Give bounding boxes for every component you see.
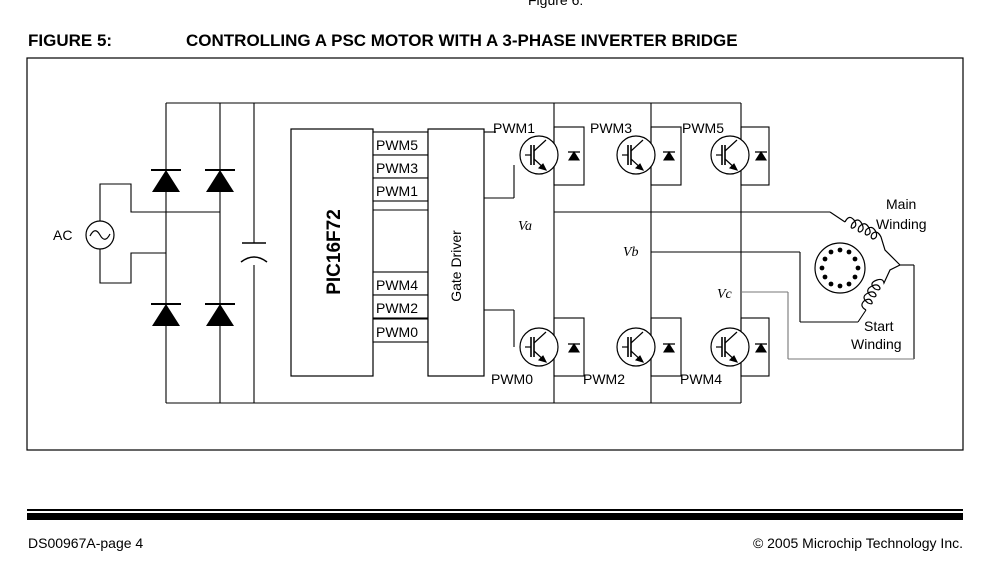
low-side-label-2: PWM2 — [583, 371, 625, 387]
rectifier-diodes — [150, 169, 236, 327]
mcu-block — [290, 128, 374, 377]
rotor — [814, 242, 866, 294]
high-side-switch-pwm5 — [710, 126, 770, 186]
footer-rule-thick — [27, 513, 963, 520]
pwm-output-label-3: PWM1 — [376, 183, 418, 199]
high-side-label-2: PWM3 — [590, 120, 632, 136]
copyright-notice: © 2005 Microchip Technology Inc. — [752, 535, 963, 551]
pwm-output-label-1: PWM5 — [376, 137, 418, 153]
main-winding-label-line2: Winding — [876, 216, 927, 232]
high-side-label-3: PWM5 — [682, 120, 724, 136]
pwm-output-label-5: PWM2 — [376, 300, 418, 316]
low-side-switch-pwm2 — [616, 317, 682, 377]
phase-label-c: Vc — [717, 287, 733, 302]
pwm-output-label-2: PWM3 — [376, 160, 418, 176]
low-side-label-1: PWM0 — [491, 371, 533, 387]
main-winding-coil — [844, 216, 901, 266]
figure-title: CONTROLLING A PSC MOTOR WITH A 3-PHASE I… — [186, 31, 738, 50]
high-side-switch-pwm1 — [519, 126, 585, 186]
start-winding-label-line1: Start — [864, 318, 894, 334]
ac-source — [85, 220, 115, 250]
footer-rule-thin — [27, 509, 963, 511]
high-side-label-1: PWM1 — [493, 120, 535, 136]
start-winding-coil — [861, 264, 901, 311]
main-winding-label-line1: Main — [886, 196, 916, 212]
phase-label-b: Vb — [623, 245, 639, 260]
ac-label: AC — [53, 227, 72, 243]
gate-driver-block — [427, 128, 485, 377]
high-side-switch-pwm3 — [616, 126, 682, 186]
low-side-label-3: PWM4 — [680, 371, 722, 387]
gate-driver-label: Gate Driver — [448, 230, 464, 302]
low-side-switch-pwm0 — [519, 317, 585, 377]
figure-frame — [26, 57, 964, 451]
phase-label-a: Va — [518, 219, 532, 234]
document-id: DS00967A-page 4 — [28, 535, 144, 551]
pwm-output-label-6: PWM0 — [376, 324, 418, 340]
pwm-output-label-4: PWM4 — [376, 277, 418, 293]
previous-figure-fragment: Figure 6: — [528, 0, 584, 8]
start-winding-label-line2: Winding — [851, 336, 902, 352]
mcu-label: PIC16F72 — [324, 209, 345, 295]
figure-number: FIGURE 5: — [28, 31, 113, 50]
low-side-switch-pwm4 — [710, 317, 770, 377]
psc-motor — [814, 216, 901, 311]
